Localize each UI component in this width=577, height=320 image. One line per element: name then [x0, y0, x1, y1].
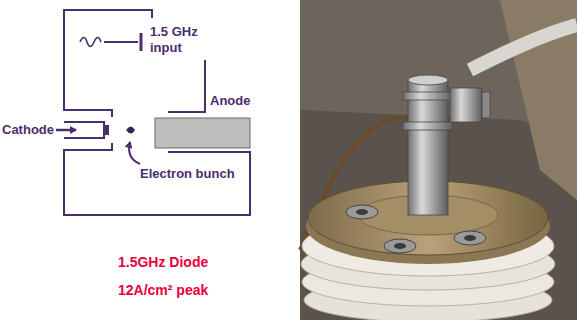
- cavity-wall: [64, 10, 152, 117]
- flange: [346, 205, 378, 219]
- note-label: 1.5GHz Diode: [118, 254, 208, 270]
- signal-label: 1.5 GHz input: [150, 24, 204, 56]
- cavity-wall: [168, 60, 205, 112]
- part-label: Anode: [210, 93, 250, 109]
- electron-bunch: [126, 127, 135, 134]
- part-label: Electron bunch: [140, 166, 235, 182]
- anode-block: [155, 118, 250, 148]
- part-label: Cathode: [2, 122, 54, 138]
- flange: [384, 239, 416, 253]
- side-port: [450, 88, 482, 122]
- flange: [454, 231, 486, 245]
- input-line: [104, 41, 138, 43]
- tube-flange: [403, 122, 453, 130]
- cavity-wall: [64, 143, 250, 215]
- sine-symbol: [80, 38, 101, 47]
- tube-flange: [403, 92, 453, 100]
- note-label: 12A/cm² peak: [118, 282, 208, 298]
- flange-bore: [464, 235, 476, 241]
- coupling-plate: [140, 33, 143, 51]
- side-flange: [482, 92, 490, 118]
- hose: [470, 25, 577, 70]
- device-photo: [300, 0, 577, 320]
- cavity-outline: [64, 10, 250, 215]
- tube-top: [408, 75, 448, 85]
- bunch-leader: [129, 142, 140, 164]
- cathode-emitter: [104, 125, 109, 135]
- cathode-arrow: [56, 129, 76, 132]
- photo-ground: [300, 0, 577, 320]
- flange-bore: [356, 209, 368, 215]
- flange-bore: [394, 243, 406, 249]
